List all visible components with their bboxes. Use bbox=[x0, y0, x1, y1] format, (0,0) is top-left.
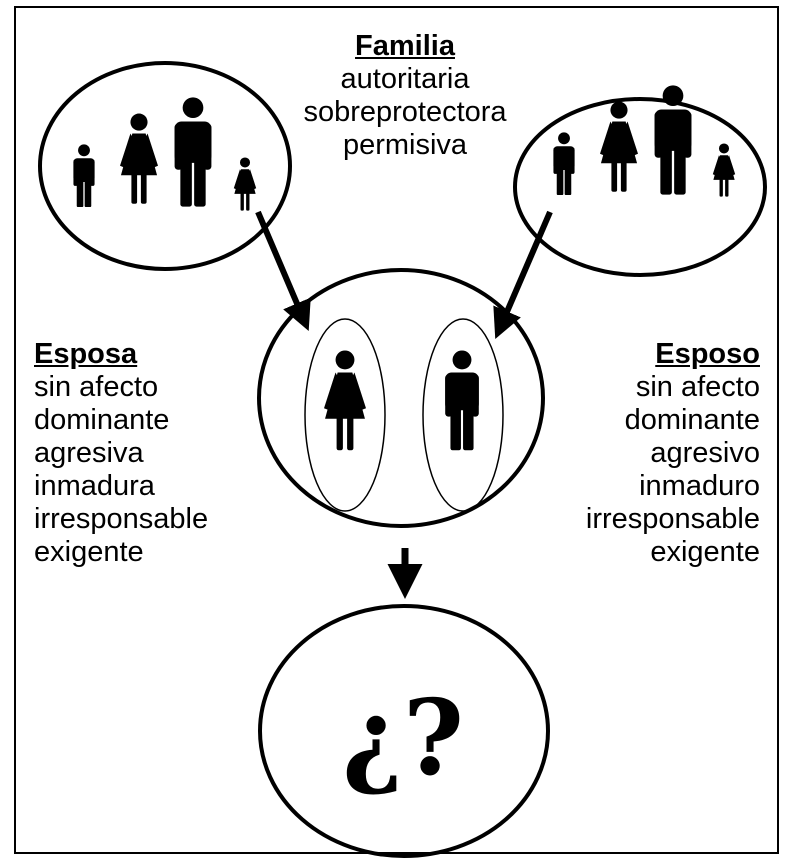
family-icon bbox=[553, 85, 736, 197]
couple-circle bbox=[257, 268, 545, 528]
arrow-left-to-couple bbox=[255, 210, 311, 332]
wife-trait: dominante bbox=[34, 404, 170, 436]
wife-title: Esposa bbox=[34, 338, 138, 370]
outcome-circle bbox=[258, 604, 550, 858]
husband-traits-block: Esposo sin afecto dominante agresivo inm… bbox=[520, 338, 760, 569]
wife-trait: irresponsable bbox=[34, 503, 209, 535]
husband-trait: dominante bbox=[624, 404, 760, 436]
family-style-item: sobreprotectora bbox=[303, 96, 507, 128]
husband-ellipse bbox=[422, 318, 504, 512]
arrow-right-to-couple bbox=[493, 210, 553, 340]
family-styles-block: Familia autoritaria sobreprotectora perm… bbox=[245, 30, 565, 162]
husband-trait: exigente bbox=[650, 536, 760, 568]
husband-trait: irresponsable bbox=[585, 503, 760, 535]
diagram-frame bbox=[14, 6, 779, 854]
family-icon bbox=[73, 97, 257, 211]
wife-trait: sin afecto bbox=[34, 371, 159, 403]
family-circle-right bbox=[513, 97, 767, 277]
family-title: Familia bbox=[355, 30, 455, 62]
husband-trait: inmaduro bbox=[639, 470, 760, 502]
woman-icon bbox=[324, 350, 366, 451]
family-style-item: autoritaria bbox=[340, 63, 470, 95]
wife-trait: agresiva bbox=[34, 437, 144, 469]
man-icon bbox=[445, 350, 479, 451]
husband-trait: sin afecto bbox=[635, 371, 760, 403]
wife-traits-block: Esposa sin afecto dominante agresiva inm… bbox=[34, 338, 264, 569]
husband-title: Esposo bbox=[655, 338, 760, 370]
family-style-item: permisiva bbox=[342, 129, 468, 161]
question-mark-symbol: ¿? bbox=[342, 676, 464, 799]
husband-trait: agresivo bbox=[650, 437, 760, 469]
wife-ellipse bbox=[304, 318, 386, 512]
wife-trait: inmadura bbox=[34, 470, 155, 502]
family-circle-left bbox=[38, 61, 292, 271]
wife-trait: exigente bbox=[34, 536, 144, 568]
